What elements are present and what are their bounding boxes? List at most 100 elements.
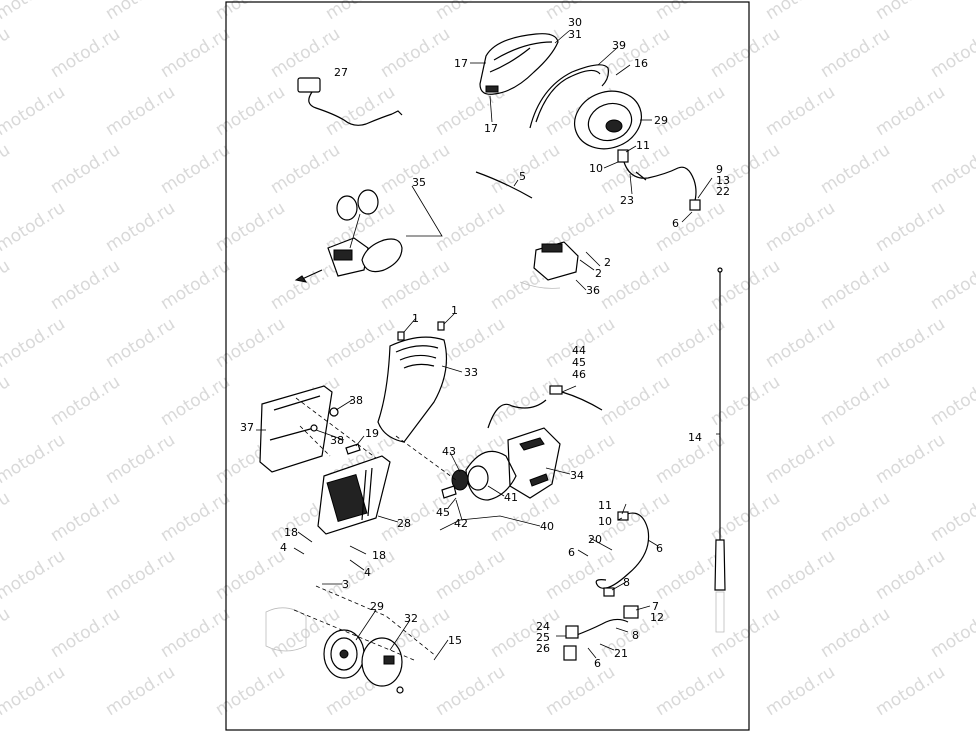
part-mount-ghost [265,607,307,652]
callout-19: 19 [365,427,379,440]
watermark-text: motod.ru [872,82,949,140]
watermark-text: motod.ru [817,372,894,430]
watermark-text: motod.ru [927,256,976,314]
callout-39: 39 [612,39,626,52]
callout-12: 12 [650,611,664,624]
callout-27: 27 [334,66,348,79]
watermark-text: motod.ru [927,372,976,430]
callout-1b: 1 [451,304,458,317]
callout-40: 40 [540,520,554,533]
watermark-text: motod.ru [267,140,344,198]
watermark-text: motod.ru [0,0,69,24]
callout-13: 13 [716,174,730,187]
callout-17: 17 [454,57,468,70]
watermark-text: motod.ru [762,0,839,24]
callout-45b: 45 [436,506,450,519]
watermark-text: motod.ru [267,256,344,314]
callout-5: 5 [519,170,526,183]
watermark-text: motod.ru [322,314,399,372]
callout-18: 18 [284,526,298,539]
callout-10: 10 [589,162,603,175]
watermark-text: motod.ru [872,0,949,24]
watermark-text: motod.ru [322,0,399,24]
callout-26: 26 [536,642,550,655]
parts-layer [259,33,726,694]
callout-35: 35 [412,176,426,189]
watermark-text: motod.ru [762,430,839,488]
callout-25: 25 [536,631,550,644]
watermark-text: motod.ru [212,82,289,140]
part-harness-21 [563,618,629,661]
part-antenna-14 [714,267,726,633]
watermark-text: motod.ru [157,372,234,430]
watermark-text: motod.ru [157,24,234,82]
callout-31: 31 [568,28,582,41]
callout-1: 1 [412,312,419,325]
watermark-text: motod.ru [102,198,179,256]
watermark-text: motod.ru [872,314,949,372]
part-connector-27 [297,77,403,126]
part-ziptie-5 [475,171,533,199]
watermark-text: motod.ru [102,546,179,604]
watermark-text: motod.ru [47,372,124,430]
watermark-text: motod.ru [0,662,69,720]
watermark-text: motod.ru [487,488,564,546]
callout-29: 29 [654,114,668,127]
callout-44: 44 [572,344,586,357]
part-frame-34 [487,399,561,499]
watermark-text: motod.ru [487,604,564,662]
watermark-text: motod.ru [542,662,619,720]
alignment-lines [293,397,457,661]
watermark-text: motod.ru [652,314,729,372]
watermark-text: motod.ru [762,314,839,372]
callout-29b: 29 [370,600,384,613]
callout-37: 37 [240,421,254,434]
callout-17b: 17 [484,122,498,135]
watermark-text: motod.ru [0,546,69,604]
part-bracket-39 [529,64,609,129]
watermark-text: motod.ru [817,140,894,198]
callout-6b: 6 [656,542,663,555]
watermark-text: motod.ru [102,82,179,140]
watermark-text: motod.ru [212,314,289,372]
watermark-text: motod.ru [432,0,509,24]
watermark-text: motod.ru [817,24,894,82]
callout-3: 3 [342,578,349,591]
watermark-text: motod.ru [0,430,69,488]
callout-30: 30 [568,16,582,29]
leader-lines [256,30,720,661]
part-plug-7 [623,605,639,619]
watermark-text: motod.ru [47,24,124,82]
watermark-text: motod.ru [0,372,14,430]
watermark-text: motod.ru [927,488,976,546]
callout-46: 46 [572,368,586,381]
callout-34: 34 [570,469,584,482]
callout-7: 7 [652,600,659,613]
callout-24: 24 [536,620,550,633]
part-nut-38b [310,424,318,432]
watermark-text: motod.ru [762,82,839,140]
callout-labels: 30 31 39 17 16 17 29 27 11 10 9 13 22 23… [240,16,730,670]
watermark-text: motod.ru [157,604,234,662]
watermark-text: motod.ru [47,488,124,546]
callout-42: 42 [454,517,468,530]
watermark-text: motod.ru [0,140,14,198]
watermark-text: motod.ru [872,430,949,488]
watermark-text: motod.ru [47,604,124,662]
watermark-text: motod.ru [102,662,179,720]
watermark-text: motod.ru [47,256,124,314]
part-speaker-unit-41 [441,450,517,501]
callout-6c: 6 [568,546,575,559]
watermark-text: motod.ru [927,24,976,82]
watermark-text: motod.ru [927,140,976,198]
callout-4: 4 [280,541,287,554]
watermark-text: motod.ru [872,546,949,604]
callout-43: 43 [442,445,456,458]
callout-16: 16 [634,57,648,70]
callout-45: 45 [572,356,586,369]
part-speaker-29-bottom [323,629,365,679]
watermark-text: motod.ru [652,82,729,140]
callout-4b: 4 [364,566,371,579]
part-module-36 [519,241,579,289]
